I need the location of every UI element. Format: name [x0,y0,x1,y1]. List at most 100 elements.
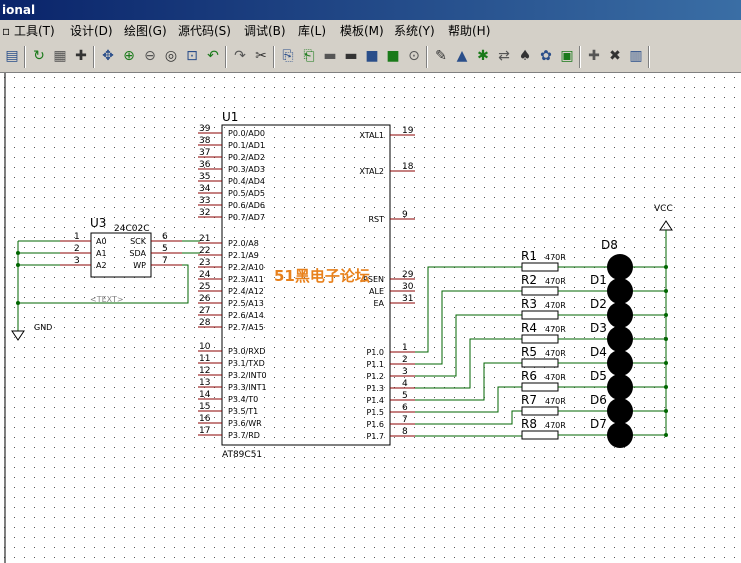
resistor-body[interactable] [521,382,559,392]
resistor-value: 470R [545,253,566,262]
menu-item-source[interactable]: 源代码(S) [178,24,231,38]
origin-icon[interactable]: ✚ [75,48,87,64]
mcu-pin-number: 39 [199,124,211,134]
refresh-icon[interactable]: ↻ [33,48,45,64]
new-sheet-icon[interactable]: ▣ [560,48,574,64]
led-symbol[interactable] [607,254,633,280]
junction [664,385,668,389]
make-device-icon[interactable]: ✎ [435,48,447,64]
menu-item-debug[interactable]: 调试(B) [244,24,286,38]
block-delete-icon[interactable]: ■ [386,48,400,64]
menu-item-system[interactable]: 系统(Y) [394,24,435,38]
led-symbol[interactable] [607,278,633,304]
led-label: D1 [590,273,607,287]
led-symbol[interactable] [607,326,633,352]
eeprom-body[interactable] [90,232,152,278]
paste-icon[interactable]: ⎗ [303,48,315,64]
led-symbol[interactable] [607,350,633,376]
zoom-out-icon[interactable]: ⊖ [144,48,156,64]
undo-icon[interactable]: ↶ [207,48,219,64]
mcu-pin-number: 31 [402,294,413,304]
mcu-pin-name: RST [368,215,384,224]
junctions [16,251,20,305]
led-symbol[interactable] [607,302,633,328]
remove-sheet-icon[interactable]: ✚ [588,48,600,64]
resistor-body[interactable] [521,358,559,368]
mcu-pin-name: ALE [369,287,384,296]
junction [664,409,668,413]
copy-icon[interactable]: ⎘ [282,48,294,64]
mcu-pin-name: P0.1/AD1 [228,141,265,150]
cut-icon[interactable]: ✂ [255,48,267,64]
exit-parent-icon[interactable]: ✖ [609,48,621,64]
mcu-pin-number: 6 [402,403,408,413]
mcu-pin-name: PSEN [363,275,384,284]
mcu-pin-number: 9 [402,210,408,220]
resistor-body[interactable] [521,334,559,344]
menu-item-design[interactable]: 设计(D) [70,24,113,38]
property-icon[interactable]: ✿ [540,48,552,64]
led-symbol[interactable] [607,422,633,448]
menu-item-help[interactable]: 帮助(H) [448,24,491,38]
mcu-pin-name: P1.7 [366,432,384,441]
net-wire [415,338,522,389]
resistor-body[interactable] [521,310,559,320]
menu-item-file-partial[interactable]: ▫ [2,24,11,38]
mcu-pin-name: P3.4/T0 [228,395,258,404]
resistor-ref: R4 [521,321,537,335]
decompose-icon[interactable]: ✱ [477,48,489,64]
resistor-body[interactable] [521,286,559,296]
led-symbol[interactable] [607,398,633,424]
wire-autorouter-icon[interactable]: ⇄ [498,48,510,64]
mcu-pin-name: P3.7/RD [228,431,260,440]
pan-icon[interactable]: ✥ [102,48,114,64]
menu-item-graph[interactable]: 绘图(G) [124,24,167,38]
resistor-body[interactable] [521,406,559,416]
resistor-ref: R5 [521,345,537,359]
mcu-body[interactable] [221,124,391,446]
search-tag-icon[interactable]: ♠ [518,48,532,64]
menu-item-template[interactable]: 模板(M) [340,24,384,38]
toolbar-separator [24,46,26,68]
mcu-part: AT89C51 [222,450,262,460]
text-placeholder: <TEXT> [90,295,124,304]
packaging-icon[interactable]: ▲ [456,48,468,64]
bom-icon[interactable]: ▥ [629,48,643,64]
resistor-body[interactable] [521,262,559,272]
zoom-in-icon[interactable]: ⊕ [123,48,135,64]
block-move-icon[interactable]: ▬ [344,48,358,64]
mcu-pin-name: P3.5/T1 [228,407,258,416]
resistor-ref: R1 [521,249,537,263]
mcu-pin-name: P3.3/INT1 [228,383,267,392]
mcu-pin-name: P2.6/A14 [228,311,264,320]
eeprom-ref: U3 [90,216,106,230]
block-copy-icon[interactable]: ▬ [323,48,337,64]
menu-item-tools[interactable]: 工具(T) [14,24,55,38]
resistor-value: 470R [545,397,566,406]
mcu-pin-number: 19 [402,126,414,136]
eeprom-pin-name: A1 [96,249,107,258]
mcu-pin-name: EA [373,299,384,308]
net-wire [415,266,522,353]
zoom-all-icon[interactable]: ◎ [164,48,178,64]
redo-icon[interactable]: ↷ [234,48,246,64]
mcu-pin-name: P3.6/WR [228,419,262,428]
mcu-pin-number: 1 [402,343,408,353]
pick-device-icon[interactable]: ⊙ [408,48,420,64]
resistor-body[interactable] [521,430,559,440]
zoom-area-icon[interactable]: ⊡ [186,48,198,64]
menu-item-library[interactable]: 库(L) [298,24,327,38]
led-symbol[interactable] [607,374,633,400]
junction [664,361,668,365]
page-icon[interactable]: ▤ [5,48,19,64]
mcu-pin-number: 8 [402,427,408,437]
mcu-pin-number: 17 [199,426,210,436]
block-rotate-icon[interactable]: ■ [365,48,379,64]
mcu-pin-number: 28 [199,318,211,328]
grid-icon[interactable]: ▦ [53,48,67,64]
junction [664,433,668,437]
